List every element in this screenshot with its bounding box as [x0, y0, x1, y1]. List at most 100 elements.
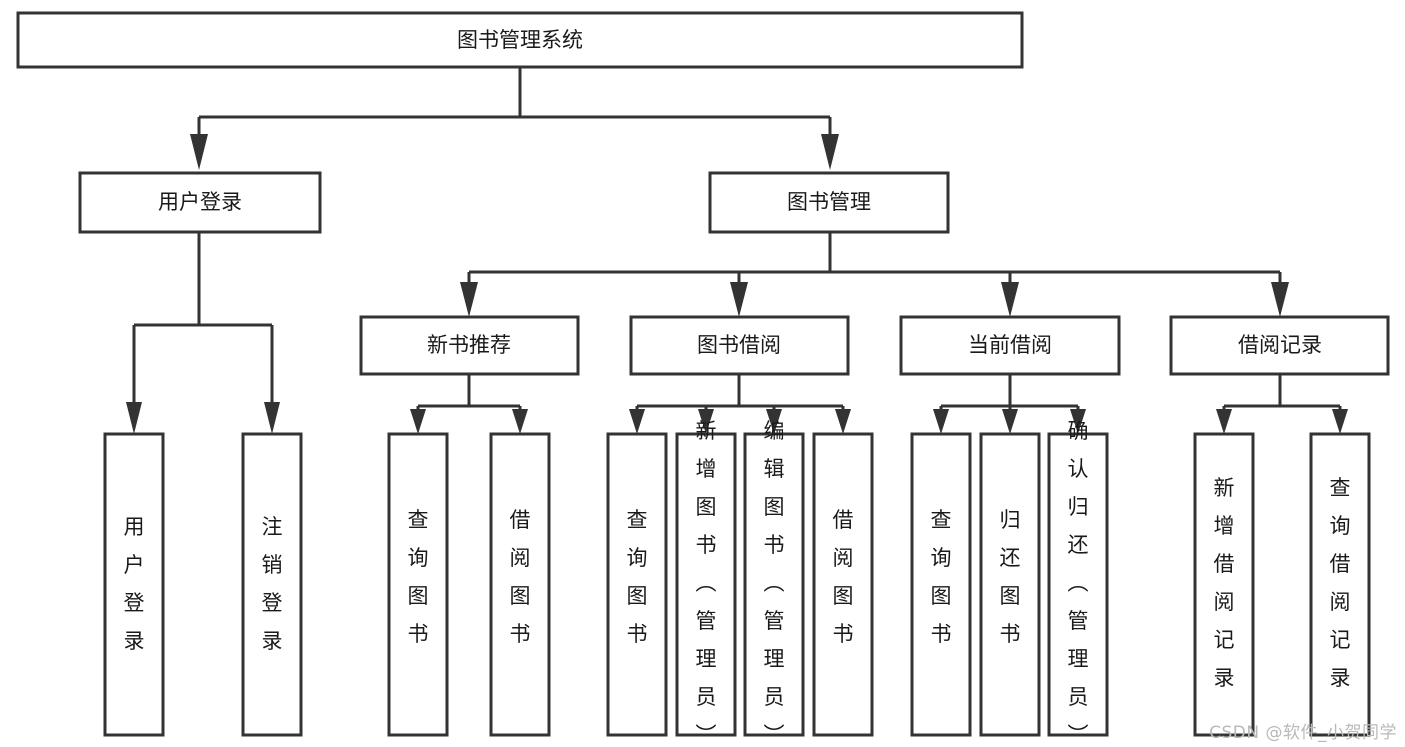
node-current-borrow-box[interactable]	[899, 315, 1121, 376]
leaf-label-char: 增	[696, 457, 717, 481]
leaf-label-char: 记	[1214, 628, 1235, 652]
node-book-manage[interactable]: 图书管理	[708, 171, 950, 234]
leaf-label-char: 阅	[1330, 590, 1351, 614]
leaf-label-char: 图	[1000, 584, 1021, 608]
leaf-label-char: 管	[1068, 609, 1089, 633]
leaf-label-char: ︶	[696, 723, 717, 747]
leaf-label-char: 阅	[1214, 590, 1235, 614]
node-new-book-recommend[interactable]: 新书推荐	[359, 315, 580, 376]
arrow-record-leaf-1	[1216, 409, 1232, 434]
leaf-label-char: 增	[1214, 514, 1235, 538]
leaf-label-char: 归	[1068, 495, 1089, 519]
leaf-label-char: 新	[1214, 476, 1235, 500]
node-current-borrow-label: 当前借阅	[968, 333, 1052, 357]
leaf-label-char: 书	[764, 533, 785, 557]
leaf-box[interactable]	[241, 432, 303, 737]
leaf-label-char: 员	[1068, 685, 1089, 709]
leaf-box[interactable]	[675, 432, 737, 737]
arrow-book-cat-3	[1001, 282, 1019, 317]
node-book-manage-label: 图书管理	[787, 190, 871, 214]
node-book-borrow[interactable]: 图书借阅	[629, 315, 850, 376]
leaf-label-char: 询	[931, 546, 952, 570]
leaf-box[interactable]	[979, 432, 1041, 737]
leaf-label-char: 借	[1330, 552, 1351, 576]
node-user-login-box[interactable]	[78, 171, 322, 234]
node-root-box[interactable]	[16, 11, 1024, 69]
node-root-label: 图书管理系统	[457, 28, 583, 52]
leaf-label-char: 登	[262, 591, 283, 615]
arrow-borrow-leaf-2	[698, 409, 714, 434]
node-current-borrow[interactable]: 当前借阅	[899, 315, 1121, 376]
leaf-label-char: 确	[1068, 419, 1089, 443]
leaf-label-char: 查	[1330, 476, 1351, 500]
node-book-borrow-box[interactable]	[629, 315, 850, 376]
leaf-box[interactable]	[910, 432, 972, 737]
leaf-box[interactable]	[103, 432, 165, 737]
leaf-box[interactable]	[743, 432, 805, 737]
node-borrow-record-box[interactable]	[1169, 315, 1390, 376]
csdn-watermark: CSDN @软件_小贺同学	[1209, 723, 1397, 743]
arrow-borrow-leaf-3	[766, 409, 782, 434]
arrow-borrow-leaf-1	[629, 409, 645, 434]
arrow-book-cat-1	[460, 282, 478, 317]
arrow-current-leaf-3	[1070, 409, 1086, 434]
leaf-label-char: 用	[124, 515, 145, 539]
leaf-label-char: 询	[1330, 514, 1351, 538]
leaf-box[interactable]	[1047, 432, 1109, 737]
leaf-box[interactable]	[489, 432, 551, 737]
node-book-borrow-label: 图书借阅	[697, 333, 781, 357]
leaf-label-char: 书	[696, 533, 717, 557]
arrow-borrow-leaf-4	[835, 409, 851, 434]
leaf-label-char: 阅	[833, 546, 854, 570]
arrow-user-leaf-2	[264, 402, 280, 434]
node-new-book-recommend-label: 新书推荐	[427, 333, 511, 357]
leaf-label-char: 员	[696, 685, 717, 709]
node-borrow-record[interactable]: 借阅记录	[1169, 315, 1390, 376]
leaf-box[interactable]	[606, 432, 668, 737]
arrow-rec-leaf-1	[410, 409, 426, 434]
arrow-current-leaf-2	[1002, 409, 1018, 434]
leaf-box[interactable]	[1309, 432, 1371, 737]
leaf-user-login-0[interactable]: 用户登录	[103, 432, 165, 737]
leaf-label-char: ︵	[696, 571, 717, 595]
leaf-label-char: ︶	[764, 723, 785, 747]
node-root[interactable]: 图书管理系统	[16, 11, 1024, 69]
leaf-label-char: 书	[408, 622, 429, 646]
arrow-record-leaf-2	[1332, 409, 1348, 434]
node-book-manage-box[interactable]	[708, 171, 950, 234]
leaf-label-char: 录	[262, 629, 283, 653]
node-user-login[interactable]: 用户登录	[78, 171, 322, 234]
leaf-label-char: 注	[262, 515, 283, 539]
leaf-box[interactable]	[812, 432, 874, 737]
leaf-box[interactable]	[387, 432, 449, 737]
node-user-login-label: 用户登录	[158, 190, 242, 214]
leaf-label-char: 员	[764, 685, 785, 709]
leaf-label-char: 书	[833, 622, 854, 646]
leaf-box[interactable]	[1193, 432, 1255, 737]
node-new-book-recommend-box[interactable]	[359, 315, 580, 376]
leaf-label-char: 图	[931, 584, 952, 608]
leaf-label-char: 书	[627, 622, 648, 646]
arrow-user-leaf-1	[126, 402, 142, 434]
leaf-label-char: 理	[764, 647, 785, 671]
leaf-label-char: 还	[1068, 533, 1089, 557]
